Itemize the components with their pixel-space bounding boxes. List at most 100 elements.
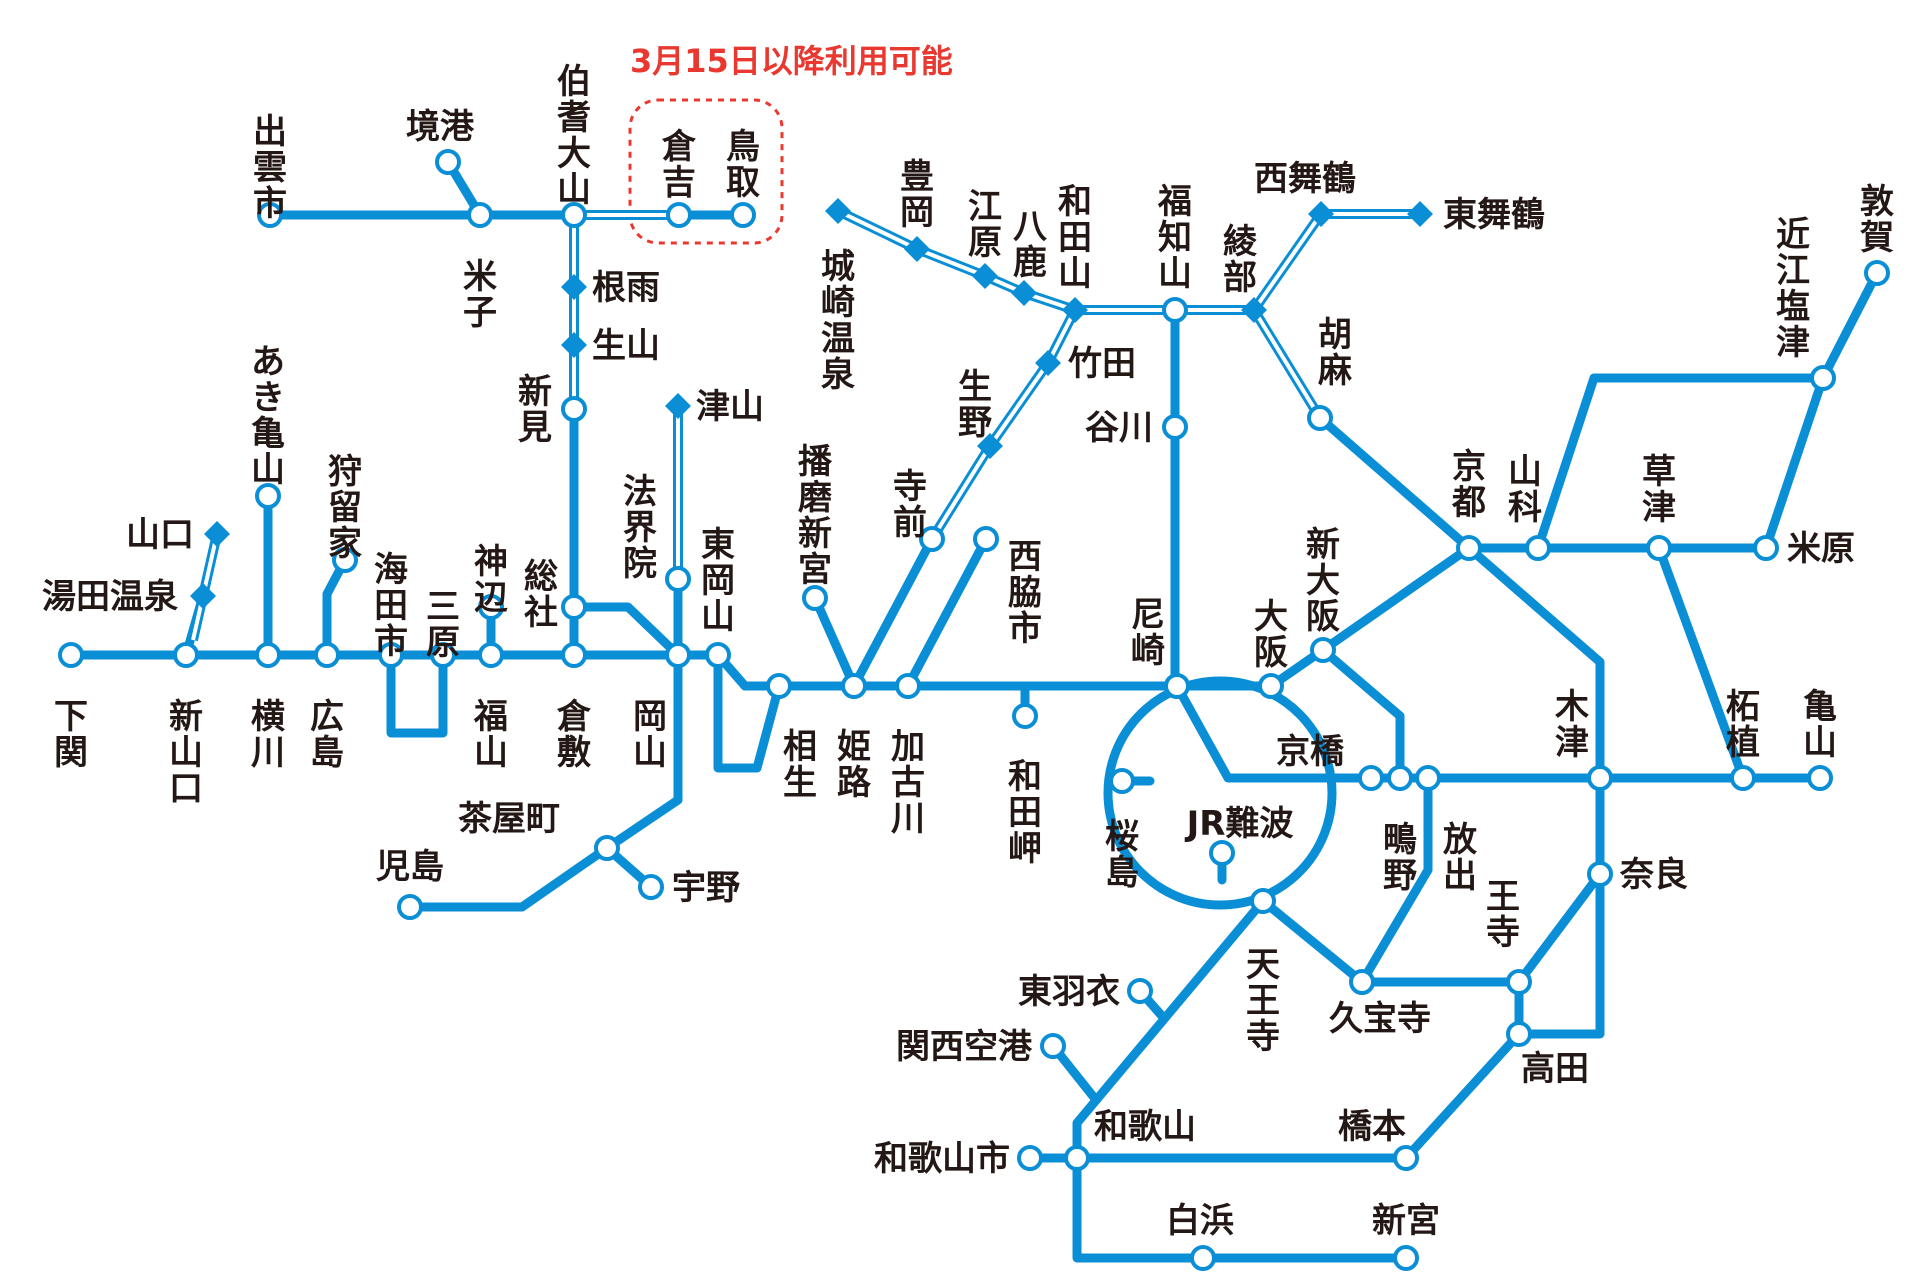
station-label-fukuchiyama[interactable]: 福知山 [1157,182,1192,294]
station-circle-icon-hokkaiin[interactable] [665,566,691,592]
station-circle-icon-kizu[interactable] [1587,765,1613,791]
station-label-kyoto[interactable]: 京都 [1451,447,1486,523]
station-label-okayama[interactable]: 岡山 [633,697,667,773]
rail-segment-special[interactable] [1249,209,1420,313]
station-label-kabe[interactable]: 狩留家 [328,452,362,564]
rail-segment[interactable] [1464,543,1605,1039]
station-label-tanigawa[interactable]: 谷川 [1085,408,1153,448]
station-label-takada[interactable]: 高田 [1521,1049,1589,1089]
station-circle-icon-uno[interactable] [638,874,664,900]
station-diamond-icon-yoka[interactable] [1011,280,1037,306]
station-circle-icon-shingu[interactable] [1393,1245,1419,1271]
station-diamond-icon-ebara[interactable] [972,263,998,289]
station-circle-icon-mihara[interactable] [430,642,456,668]
station-circle-icon-fukuyama[interactable] [478,642,504,668]
station-circle-icon-kakogawa[interactable] [895,673,921,699]
station-circle-icon-kansai-airport[interactable] [1040,1033,1066,1059]
station-circle-icon-kaitaichi[interactable] [378,642,404,668]
station-label-kyobashi[interactable]: 京橋 [1276,732,1344,772]
station-label-ebara[interactable]: 江原 [968,187,1002,263]
station-circle-icon-izumo-shi[interactable] [257,202,283,228]
station-label-takeda[interactable]: 竹田 [1068,344,1136,384]
station-diamond-icon-ayabe[interactable] [1241,297,1267,323]
station-circle-icon-aioi[interactable] [766,673,792,699]
station-circle-icon-hoki-daisen[interactable] [561,202,587,228]
station-circle-icon-shigino[interactable] [1387,765,1413,791]
station-circle-icon-yokogawa[interactable] [255,642,281,668]
rail-segment[interactable] [849,534,937,691]
station-label-kansai-airport[interactable]: 関西空港 [896,1027,1033,1067]
station-circle-icon-goma[interactable] [1307,405,1333,431]
station-diamond-icon-neu[interactable] [561,274,587,300]
station-label-ayabe[interactable]: 綾部 [1223,222,1257,298]
station-circle-icon-shin-osaka[interactable] [1310,637,1336,663]
rail-segment[interactable] [903,534,991,691]
station-label-jr-namba[interactable]: JR難波 [1185,804,1294,844]
station-label-maibara[interactable]: 米原 [1787,529,1855,569]
station-circle-icon-jr-namba[interactable] [1209,840,1235,866]
station-label-kaitaichi[interactable]: 海田市 [374,550,408,662]
station-label-oji[interactable]: 王寺 [1486,877,1520,953]
station-circle-icon-shin-yamaguchi[interactable] [173,642,199,668]
station-circle-icon-harima-shingu[interactable] [802,585,828,611]
rail-segment[interactable] [1266,543,1474,691]
station-label-shimonoseki[interactable]: 下関 [54,697,88,773]
station-label-yamashina[interactable]: 山科 [1508,452,1542,528]
station-circle-icon-omi-shiotsu[interactable] [1810,365,1836,391]
station-label-tennoji[interactable]: 天王寺 [1246,945,1280,1057]
station-circle-icon-nishiwaki-shi[interactable] [973,526,999,552]
station-circle-icon-takada[interactable] [1506,1021,1532,1047]
station-label-wakayama[interactable]: 和歌山 [1094,1107,1196,1147]
station-circle-icon-tsuge[interactable] [1730,765,1756,791]
station-circle-icon-hiroshima[interactable] [314,642,340,668]
station-label-toyooka[interactable]: 豊岡 [900,157,934,233]
station-circle-icon-kurayoshi[interactable] [666,202,692,228]
station-circle-icon-kyobashi[interactable] [1358,765,1384,791]
station-circle-icon-teramae[interactable] [919,526,945,552]
station-label-nara[interactable]: 奈良 [1619,855,1688,895]
station-label-kurayoshi[interactable]: 倉吉 [661,127,697,203]
station-circle-icon-sakaiminato[interactable] [435,149,461,175]
station-label-mihara[interactable]: 三原 [426,587,460,663]
rail-segment[interactable] [569,602,683,660]
station-circle-icon-maibara[interactable] [1753,535,1779,561]
station-label-shin-osaka[interactable]: 新大阪 [1306,525,1340,637]
station-label-wakayama-shi[interactable]: 和歌山市 [874,1139,1010,1179]
station-circle-icon-kabe[interactable] [332,547,358,573]
station-label-kyudoji[interactable]: 久宝寺 [1329,999,1431,1039]
rail-segment[interactable] [1357,773,1433,987]
station-label-kojima[interactable]: 児島 [376,847,444,887]
station-label-yamaguchi[interactable]: 山口 [126,515,194,555]
osaka-loop-line[interactable] [1103,676,1337,910]
station-diamond-icon-toyooka[interactable] [904,236,930,262]
station-label-chayamachi[interactable]: 茶屋町 [458,799,560,839]
station-circle-icon-aki-kameyama[interactable] [255,483,281,509]
rail-segment[interactable] [1654,543,1748,783]
rail-segment[interactable] [1318,645,1405,783]
station-diamond-icon-ikuno[interactable] [977,433,1003,459]
station-label-teramae[interactable]: 寺前 [893,467,927,543]
station-circle-icon-himeji[interactable] [841,673,867,699]
station-label-tsuyama[interactable]: 津山 [696,387,764,427]
station-label-himeji[interactable]: 姫路 [837,727,872,803]
station-label-kakogawa[interactable]: 加古川 [891,727,925,839]
rail-segment[interactable] [810,593,859,691]
station-label-kurashiki[interactable]: 倉敷 [556,697,592,773]
rail-segment[interactable] [405,650,683,912]
station-label-soja[interactable]: 総社 [524,557,558,633]
station-label-shigino[interactable]: 鴫野 [1383,820,1417,896]
station-circle-icon-higashi-okayama[interactable] [705,642,731,668]
station-label-fukuyama[interactable]: 福山 [473,697,508,773]
station-label-amagasaki[interactable]: 尼崎 [1131,595,1165,671]
rail-segment[interactable] [1072,1153,1411,1263]
station-label-niimi[interactable]: 新見 [518,372,552,448]
station-label-wadamisaki[interactable]: 和田岬 [1008,757,1042,869]
station-label-nishiwaki-shi[interactable]: 西脇市 [1008,537,1042,649]
station-label-shirahama[interactable]: 白浜 [1166,1201,1234,1241]
station-circle-icon-wakayama-shi[interactable] [1017,1145,1043,1171]
station-label-tsuruga[interactable]: 敦賀 [1860,182,1894,258]
station-circle-icon-kameyama[interactable] [1807,765,1833,791]
